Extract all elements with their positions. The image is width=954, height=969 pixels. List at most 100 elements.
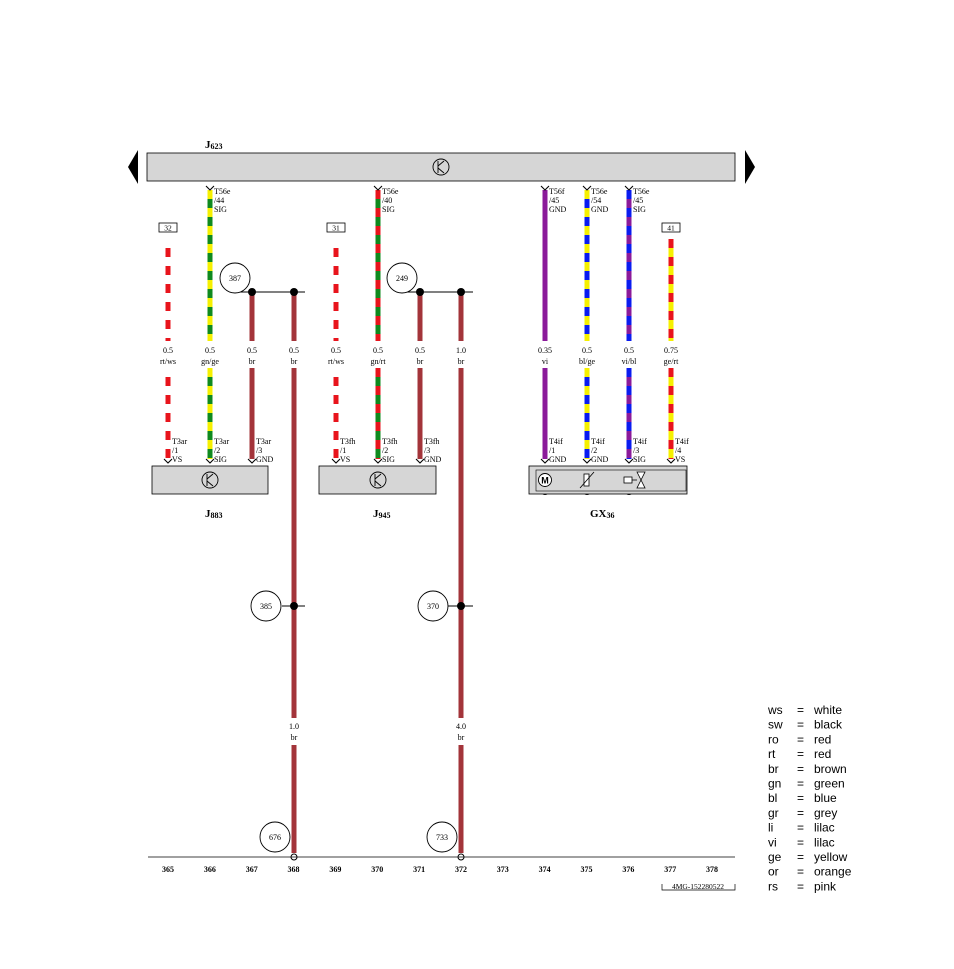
- pin-signal: GND: [591, 455, 609, 464]
- legend-code: bl: [768, 791, 777, 805]
- potentiometer-icon: [579, 471, 595, 489]
- pin-connector: T3ar: [214, 437, 229, 446]
- splice-676: 676: [259, 821, 291, 853]
- pin-number: /1: [340, 446, 346, 455]
- pin-connector: T3fh: [340, 437, 356, 446]
- wire-color-label: rt/ws: [160, 357, 176, 366]
- wire-size-label: 1.0: [289, 722, 299, 731]
- transistor-icon: [432, 158, 450, 176]
- pin-signal: SIG: [633, 205, 646, 214]
- wire-color-label: bl/ge: [579, 357, 595, 366]
- legend-color-name: lilac: [814, 835, 835, 849]
- splice-number: 249: [396, 274, 408, 283]
- pin-connector: T3ar: [256, 437, 271, 446]
- wire-layer: [163, 185, 676, 861]
- pin-connector: T56e: [214, 187, 231, 196]
- pin-number: /3: [424, 446, 430, 455]
- legend-color-name: brown: [814, 762, 847, 776]
- pin-number: /1: [549, 446, 555, 455]
- wire-size-label: 0.5: [415, 346, 425, 355]
- pin-connector: T3ar: [172, 437, 187, 446]
- wire-color-label: ge/rt: [664, 357, 679, 366]
- legend-equals: =: [797, 850, 804, 864]
- reference-tag: 32: [158, 222, 178, 233]
- pin-arrow-icon: [582, 185, 592, 191]
- legend-code: ws: [767, 703, 783, 717]
- pin-number: /2: [214, 446, 220, 455]
- column-number: 376: [622, 865, 634, 874]
- pin-signal: VS: [675, 455, 685, 464]
- motor-letter: M: [541, 476, 549, 486]
- pin-connector: T56e: [382, 187, 399, 196]
- pin-number: /45: [633, 196, 643, 205]
- wire-size-label: 0.35: [538, 346, 552, 355]
- wire-size-label: 4.0: [456, 722, 466, 731]
- splice-dot: [457, 602, 465, 610]
- legend-color-name: green: [814, 777, 845, 791]
- wire-color-label: gn/ge: [201, 357, 219, 366]
- pin-signal: SIG: [382, 205, 395, 214]
- column-number: 370: [371, 865, 383, 874]
- legend-equals: =: [797, 762, 804, 776]
- component-label: GX36: [590, 508, 615, 520]
- pin-connector: T4if: [675, 437, 689, 446]
- legend-equals: =: [797, 879, 804, 893]
- splice-385: 385: [250, 590, 282, 622]
- pin-arrow-icon: [624, 458, 634, 464]
- pin-signal: GND: [591, 205, 609, 214]
- pin-number: /2: [591, 446, 597, 455]
- reference-tag: 41: [661, 222, 681, 233]
- wire-color-label: br: [249, 357, 256, 366]
- pin-arrow-icon: [582, 458, 592, 464]
- color-legend: ws=whitesw=blackro=redrt=redbr=browngn=g…: [767, 703, 852, 893]
- legend-code: li: [768, 821, 773, 835]
- continue-left-icon: [128, 150, 138, 184]
- pin-number: /40: [382, 196, 392, 205]
- pin-connector: T56e: [591, 187, 608, 196]
- legend-code: rt: [768, 747, 776, 761]
- component-gx36: M GX36: [528, 465, 688, 520]
- valve-icon: [623, 471, 646, 489]
- column-number: 367: [246, 865, 258, 874]
- legend-equals: =: [797, 865, 804, 879]
- legend-code: ro: [768, 732, 779, 746]
- wire-color-label: vi/bl: [622, 357, 637, 366]
- pin-signal: SIG: [633, 455, 646, 464]
- legend-equals: =: [797, 703, 804, 717]
- reference-number: 32: [164, 224, 172, 233]
- component-box: [151, 465, 269, 495]
- ecu-label: J623: [205, 139, 223, 151]
- component-inner-frame: [535, 469, 687, 492]
- column-number: 371: [413, 865, 425, 874]
- legend-equals: =: [797, 835, 804, 849]
- splice-249: 249: [386, 262, 418, 294]
- pin-number: /45: [549, 196, 559, 205]
- pin-signal: SIG: [214, 455, 227, 464]
- splice-number: 370: [427, 602, 439, 611]
- column-number: 366: [204, 865, 216, 874]
- pin-connector: T4if: [591, 437, 605, 446]
- legend-equals: =: [797, 777, 804, 791]
- component-box: [318, 465, 437, 495]
- pin-arrow-icon: [205, 185, 215, 191]
- splice-number: 676: [269, 833, 281, 842]
- wire-size-label: 0.75: [664, 346, 678, 355]
- component-box: [528, 465, 688, 495]
- wire-color-label: br: [291, 733, 298, 742]
- legend-color-name: yellow: [814, 850, 848, 864]
- legend-equals: =: [797, 806, 804, 820]
- ecu-j623: J623: [128, 139, 755, 184]
- pin-connector: T3fh: [382, 437, 398, 446]
- legend-code: gn: [768, 777, 781, 791]
- column-number: 375: [581, 865, 593, 874]
- wire-size-label: 0.5: [373, 346, 383, 355]
- pin-signal: GND: [424, 455, 442, 464]
- wire-size-label: 0.5: [331, 346, 341, 355]
- column-number: 365: [162, 865, 174, 874]
- transistor-icon: [369, 471, 387, 489]
- component-j945: J945: [318, 465, 437, 520]
- pin-arrow-icon: [624, 185, 634, 191]
- pin-number: /54: [591, 196, 601, 205]
- legend-color-name: lilac: [814, 821, 835, 835]
- wire-size-label: 0.5: [205, 346, 215, 355]
